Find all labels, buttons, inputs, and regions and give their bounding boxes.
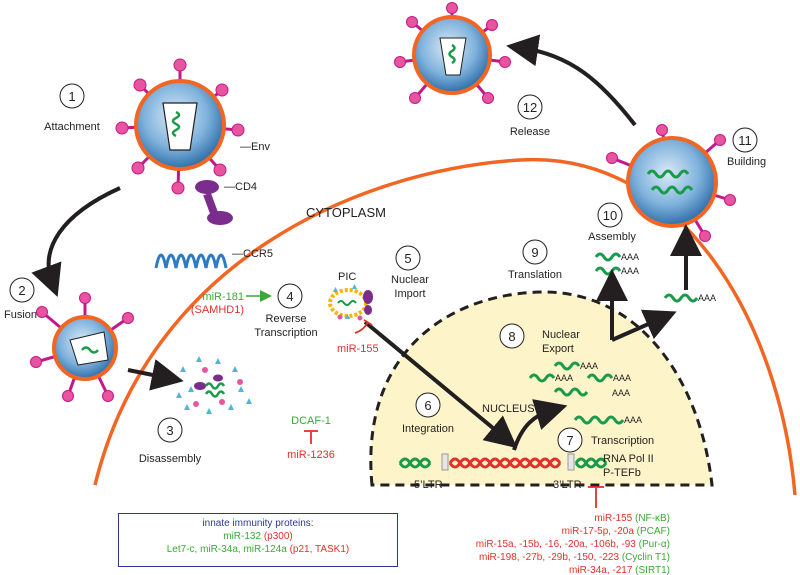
virion-release [394,2,511,104]
label-nuclear: Nuclear [391,274,429,286]
label-transcription-rt: Transcription [254,327,317,339]
legend-title: innate immunity proteins: [202,518,314,529]
innate-immunity-legend: innate immunity proteins: miR-132 (p300)… [118,513,398,567]
polya-2: AAA [555,373,573,383]
label-cytoplasm: CYTOPLASM [306,205,386,220]
label-mir155-pic: miR-155 [337,343,379,355]
process-arrows [31,34,702,451]
label-3ltr: 3’LTR [553,479,582,491]
label-pic: PIC [338,271,356,283]
label-nuclear-export-1: Nuclear [542,329,580,341]
step-circles [9,83,758,453]
label-ccr5: —CCR5 [232,248,273,260]
step-number-3: 3 [166,423,173,438]
label-assembly: Assembly [588,231,636,243]
label-dcaf1: DCAF-1 [291,415,331,427]
step-numbers: 1 2 3 4 5 6 7 8 9 10 11 12 [18,89,751,448]
polya-5: AAA [624,415,642,425]
step-number-8: 8 [508,329,515,344]
step-number-2: 2 [18,283,25,298]
virion-attachment [115,58,245,195]
polya-4: AAA [612,388,630,398]
step-number-9: 9 [531,245,538,260]
label-nuclear-export-2: Export [542,343,574,355]
legend-row-1: miR-132 (p300) [119,530,397,543]
legend-row-2: Let7-c, miR-34a, miR-124a (p21, TASK1) [119,543,397,556]
step-number-7: 7 [566,433,573,448]
label-mir1236: miR-1236 [287,449,335,461]
label-mir181: miR-181 [202,291,244,303]
polya-1: AAA [580,361,598,371]
label-reverse: Reverse [266,313,307,325]
label-rna-pol-ii: RNA Pol II [603,453,654,465]
label-import: Import [394,288,425,300]
step-number-10: 10 [603,208,617,223]
label-env: —Env [240,141,270,153]
cd4-receptor [195,180,233,225]
virion-fusion [30,292,134,402]
label-ptefb: P-TEFb [603,467,641,479]
step-number-5: 5 [404,251,411,266]
mirna-row-4: miR-198, -27b, -29b, -150, -223 (Cyclin … [479,552,670,563]
step-number-6: 6 [424,398,431,413]
integrated-provirus [398,453,608,471]
legend-row2-mir: Let7-c, miR-34a, miR-124a [166,544,287,555]
mirna-row-2: miR-17-5p, -20a (PCAF) [562,526,670,537]
cell-membrane [93,157,797,496]
pic-complex [328,284,373,321]
label-release: Release [510,126,550,138]
label-5ltr: 5’LTR [414,479,443,491]
legend-row1-target: (p300) [261,531,293,542]
step-number-1: 1 [68,89,75,104]
transcription-mirna-list: miR-155 (NF-κB) miR-17-5p, -20a (PCAF) m… [476,513,670,575]
label-integration: Integration [402,423,454,435]
mirna-row-1: miR-155 (NF-κB) [594,513,670,524]
inhibition-marks [304,319,604,508]
label-cd4: —CD4 [224,181,257,193]
label-building: Building [727,156,766,168]
label-disassembly: Disassembly [139,453,202,465]
label-nucleus: NUCLEUS [482,403,535,415]
legend-row2-target: (p21, TASK1) [286,544,350,555]
mirna-row-5: miR-34a, -217 (SIRT1) [569,565,670,575]
polya-labels: AAA AAA AAA AAA AAA AAA AAA AAA [555,252,716,425]
label-translation: Translation [508,269,562,281]
polya-3: AAA [613,373,631,383]
label-transcription: Transcription [591,435,654,447]
label-fusion: Fusion [4,309,37,321]
step-number-12: 12 [523,100,537,115]
mirna-row-3: miR-15a, -15b, -16, -20a, -106b, -93 (Pu… [476,539,670,550]
nucleus [369,290,714,487]
label-samhd1: (SAMHD1) [191,304,244,316]
disassembly-debris [176,356,252,414]
step-number-4: 4 [286,289,293,304]
polya-6: AAA [621,252,639,262]
polya-7: AAA [621,266,639,276]
polya-8: AAA [698,293,716,303]
nuclear-rnas [528,361,625,425]
virion-building [606,124,736,242]
step-number-11: 11 [738,133,752,148]
legend-row1-mir: miR-132 [223,531,262,542]
ccr5-receptor [154,253,228,269]
label-attachment: Attachment [44,121,100,133]
